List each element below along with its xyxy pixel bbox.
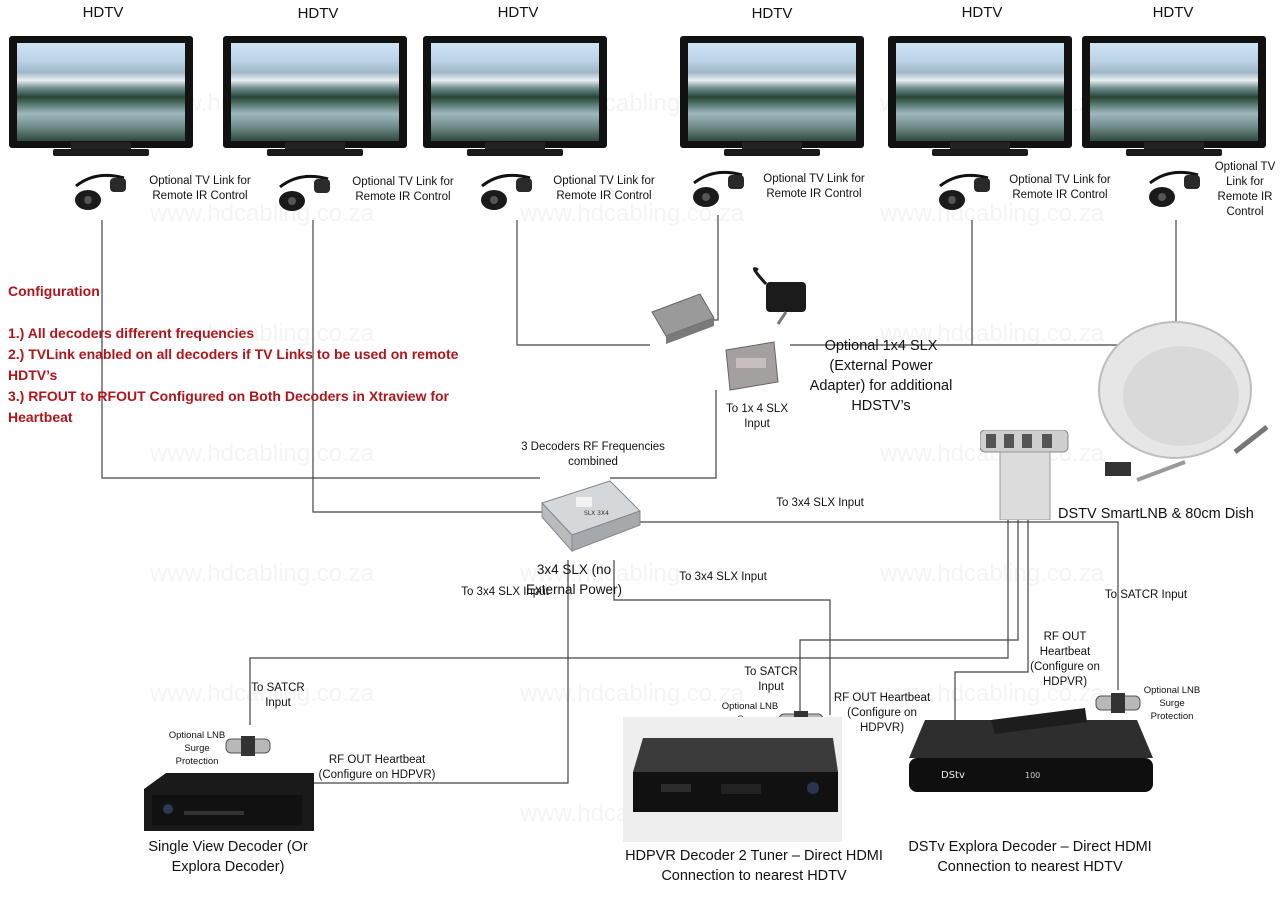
slx-3x4-caption: 3x4 SLX (no External Power) bbox=[525, 562, 623, 597]
hdtv-6 bbox=[1082, 36, 1266, 158]
watermark: www.hdcabling.co.za bbox=[880, 200, 1105, 227]
watermark: www.hdcabling.co.za bbox=[150, 440, 375, 467]
slx-3x4-frequency-label: 3 Decoders RF Frequencies combined bbox=[521, 441, 665, 468]
hdtv-label-1: HDTV bbox=[82, 4, 124, 21]
tv-link-icon bbox=[1149, 170, 1200, 207]
configuration-line-2: 2.) TVLink enabled on all decoders if TV… bbox=[8, 346, 459, 383]
hdtv-5 bbox=[888, 36, 1072, 158]
label-lnb-surge-right: Optional LNB Surge Protection bbox=[1143, 685, 1201, 722]
watermark: www.hdcabling.co.za bbox=[520, 560, 745, 587]
label-lnb-surge-left: Optional LNB Surge Protection bbox=[168, 730, 226, 767]
surge-protector-icon bbox=[1095, 693, 1141, 713]
hdtv-label-3: HDTV bbox=[497, 4, 539, 21]
tv-link-icon bbox=[279, 174, 330, 211]
tv-link-label-6: Optional TV Link for Remote IR Control bbox=[1214, 161, 1276, 218]
hdtv-3 bbox=[423, 36, 607, 158]
configuration-block: Configuration 1.) All decoders different… bbox=[8, 281, 508, 428]
hdpvr-decoder bbox=[633, 738, 838, 812]
configuration-title: Configuration bbox=[8, 283, 100, 299]
watermark: www.hdcabling.co.za bbox=[880, 560, 1105, 587]
explora-brand: DStv bbox=[941, 770, 965, 781]
label-rf-out-mid: RF OUT Heartbeat (Configure on HDPVR) bbox=[833, 692, 931, 734]
tv-link-icon bbox=[939, 173, 990, 210]
slx-3x4-device: SLX 3X4 bbox=[541, 480, 641, 553]
label-to-3x4-right: To 3x4 SLX Input bbox=[776, 497, 864, 509]
tv-link-label-4: Optional TV Link for Remote IR Control bbox=[763, 173, 865, 200]
hdtv-1 bbox=[9, 36, 193, 158]
watermark: www.hdcabling.co.za bbox=[150, 680, 375, 707]
label-rf-out-left: RF OUT Heartbeat (Configure on HDPVR) bbox=[318, 754, 436, 781]
surge-protector-icon bbox=[225, 736, 271, 756]
tv-link-label-1: Optional TV Link for Remote IR Control bbox=[149, 175, 251, 202]
watermark: www.hdcabling.co.za bbox=[880, 320, 1105, 347]
smart-lnb-icon bbox=[980, 430, 1069, 520]
watermark: www.hdcabling.co.za bbox=[150, 560, 375, 587]
hdpvr-caption: HDPVR Decoder 2 Tuner – Direct HDMI Conn… bbox=[625, 848, 883, 884]
hdtv-2 bbox=[223, 36, 407, 158]
explora-decoder: DStv 100 bbox=[909, 708, 1153, 792]
hdtv-label-6: HDTV bbox=[1152, 4, 1194, 21]
watermark: www.hdcabling.co.za bbox=[150, 320, 375, 347]
hdtv-label-5: HDTV bbox=[961, 4, 1003, 21]
configuration-line-3: 3.) RFOUT to RFOUT Configured on Both De… bbox=[8, 388, 450, 425]
tv-link-icon bbox=[75, 173, 126, 210]
dish-caption: DSTV SmartLNB & 80cm Dish bbox=[1058, 506, 1254, 522]
slx-1x4-input-label: To 1x 4 SLX Input bbox=[725, 403, 788, 430]
satellite-dish-icon bbox=[1098, 321, 1269, 482]
hdtv-4 bbox=[680, 36, 864, 158]
tv-link-icon bbox=[693, 170, 744, 207]
label-to-3x4-left: To 3x4 SLX Input bbox=[461, 586, 549, 598]
watermark: www.hdcabling.co.za bbox=[150, 200, 375, 227]
tv-link-label-2: Optional TV Link for Remote IR Control bbox=[352, 176, 454, 203]
tv-link-icon bbox=[481, 173, 532, 210]
label-to-satcr-right: To SATCR Input bbox=[1104, 589, 1188, 601]
hdtv-label-2: HDTV bbox=[297, 5, 339, 22]
explora-caption: DSTv Explora Decoder – Direct HDMI Conne… bbox=[908, 839, 1152, 875]
watermark: www.hdcabling.co.za bbox=[880, 680, 1105, 707]
single-view-caption: Single View Decoder (Or Explora Decoder) bbox=[148, 839, 308, 875]
label-to-satcr-mid: To SATCR Input bbox=[744, 666, 798, 693]
watermark: www.hdcabling.co.za bbox=[520, 680, 745, 707]
slx-1x4-caption: Optional 1x4 SLX (External Power Adapter… bbox=[809, 338, 953, 414]
label-to-3x4-mid: To 3x4 SLX Input bbox=[679, 571, 767, 583]
label-rf-out-right: RF OUT Heartbeat (Configure on HDPVR) bbox=[1030, 631, 1100, 688]
configuration-line-1: 1.) All decoders different frequencies bbox=[8, 325, 255, 341]
explora-display: 100 bbox=[1025, 771, 1040, 780]
hdtv-label-4: HDTV bbox=[751, 5, 793, 22]
label-to-satcr-left: To SATCR Input bbox=[251, 682, 305, 709]
tv-link-label-3: Optional TV Link for Remote IR Control bbox=[553, 175, 655, 202]
single-view-decoder bbox=[144, 773, 314, 831]
slx-3x4-body-label: SLX 3X4 bbox=[584, 510, 609, 517]
tv-link-label-5: Optional TV Link for Remote IR Control bbox=[1009, 174, 1111, 201]
slx-1x4-device bbox=[651, 267, 806, 391]
